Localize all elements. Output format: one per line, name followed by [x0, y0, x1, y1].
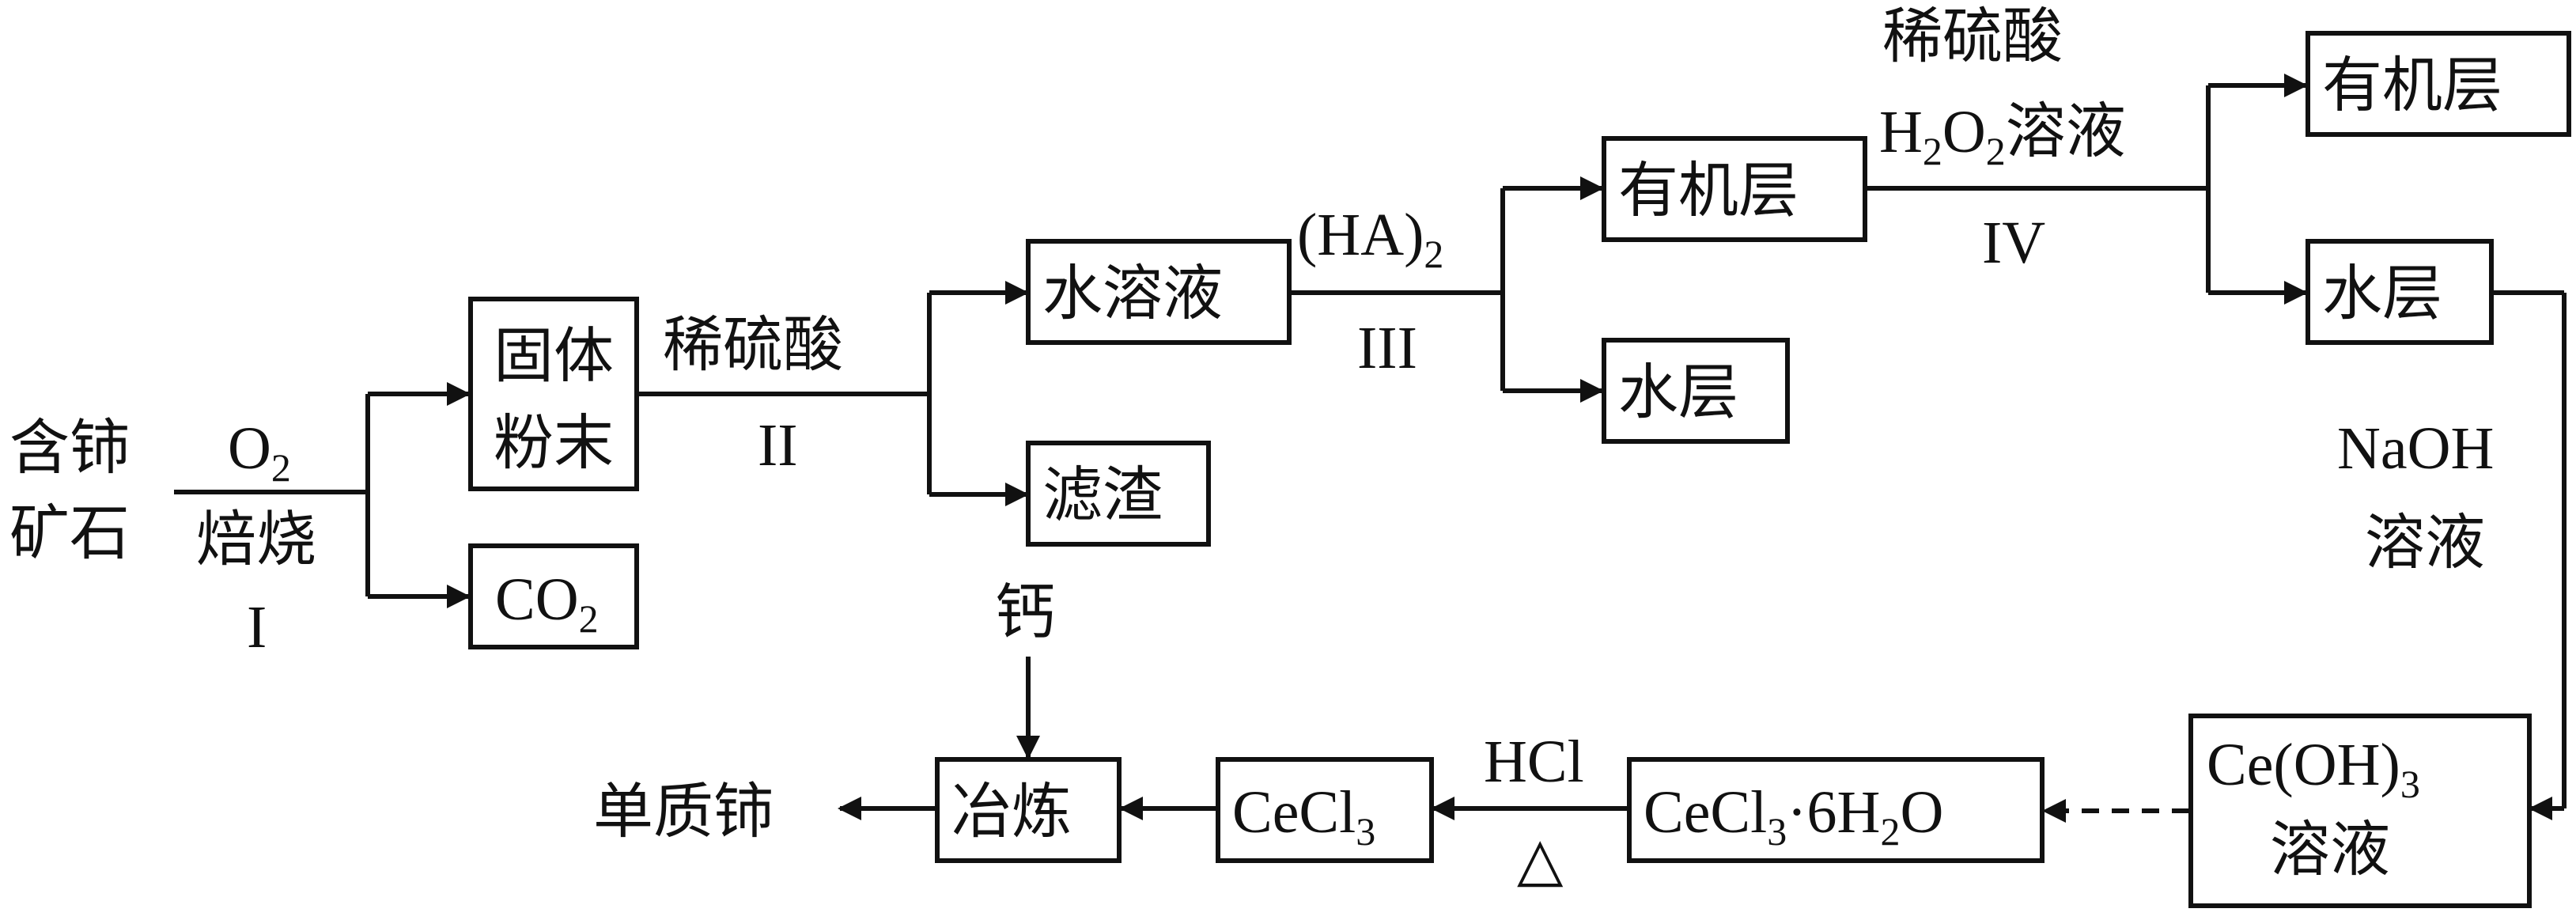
heating-symbol: △	[1517, 827, 1564, 893]
water-layer-label-1: 水层	[1618, 360, 1738, 426]
water-layer-box-2	[2306, 239, 2494, 345]
filter-residue-label: 滤渣	[1042, 463, 1163, 529]
hydrogen-peroxide-solution: H2O2溶液	[1879, 99, 2126, 173]
smelting-label: 冶炼	[951, 779, 1072, 846]
filter-residue-box	[1026, 441, 1211, 547]
organic-layer-box-2	[2306, 31, 2571, 137]
co2-box	[468, 543, 639, 649]
calcium-reagent: 钙	[995, 580, 1055, 646]
extractant-ha2: (HA)2	[1297, 202, 1443, 276]
dilute-sulfuric-acid-step4: 稀硫酸	[1882, 4, 2063, 70]
co2-label: CO2	[495, 566, 599, 641]
ore-label-line1: 含铈	[9, 415, 130, 482]
step1-label: I	[247, 594, 267, 661]
water-layer-label-2: 水层	[2322, 261, 2442, 327]
ceoh3-formula: Ce(OH)3	[2207, 732, 2420, 806]
step3-label: III	[1357, 315, 1417, 381]
water-layer-box-1	[1602, 338, 1790, 444]
cecl3-hydrate-box	[1627, 757, 2045, 863]
naoh-reagent-line2: 溶液	[2365, 510, 2485, 577]
organic-layer-label-2: 有机层	[2322, 53, 2502, 119]
cecl3-label: CeCl3	[1232, 779, 1375, 854]
solid-powder-line2: 粉末	[494, 411, 614, 477]
step4-label: IV	[1982, 210, 2045, 276]
solid-powder-box	[468, 297, 639, 491]
dilute-sulfuric-acid-step2: 稀硫酸	[663, 312, 843, 379]
cecl3-hydrate-label: CeCl3·6H2O	[1644, 779, 1943, 854]
ore-label: 含铈 矿石	[9, 415, 130, 567]
step2-label: II	[758, 412, 798, 479]
elemental-cerium-label: 单质铈	[593, 779, 774, 846]
aqueous-solution-label: 水溶液	[1042, 261, 1223, 327]
ceoh3-solution-box	[2188, 714, 2532, 908]
organic-layer-label-1: 有机层	[1618, 158, 1799, 225]
roasting-condition: 焙烧	[196, 507, 316, 574]
ore-label-line2: 矿石	[9, 501, 130, 567]
naoh-reagent-line1: NaOH	[2337, 415, 2494, 482]
oxygen-reagent: O2	[228, 415, 291, 490]
hcl-reagent: HCl	[1484, 729, 1584, 795]
ceoh3-solution-label: 溶液	[2270, 817, 2390, 884]
solid-powder-line1: 固体	[494, 324, 614, 390]
